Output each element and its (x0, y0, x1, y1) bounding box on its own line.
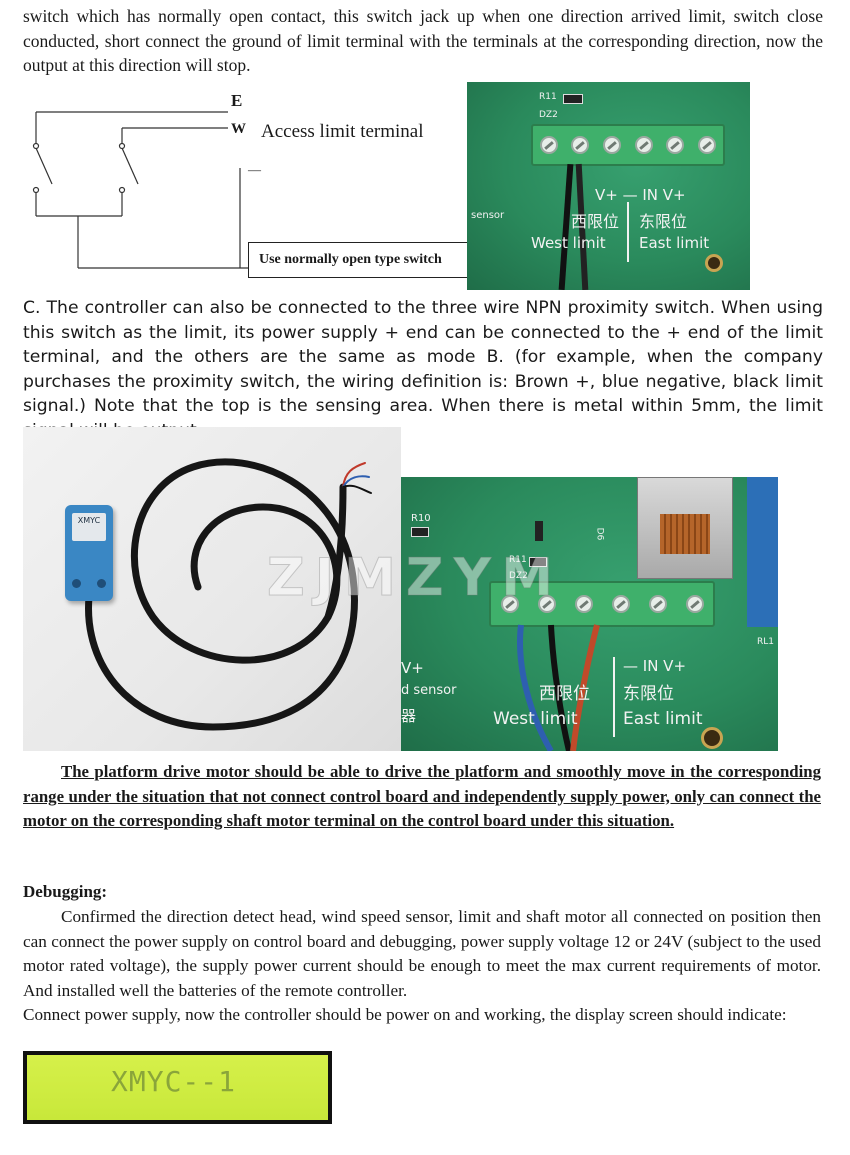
proximity-text: C. The controller can also be connected … (23, 298, 823, 441)
screw-icon (500, 595, 519, 613)
resistor (529, 557, 547, 567)
pin-plus-label: V+ (401, 659, 424, 677)
sensor-sticker-text: XMYC (77, 516, 101, 525)
west-limit-cn-label: 西限位 (571, 212, 620, 231)
diode (535, 521, 543, 541)
terminal-block (489, 581, 715, 627)
pcb-terminal-photo-2: RL1 R10 R11 DZ2 D6 V+ — IN V+ d sensor 器… (401, 477, 778, 751)
access-limit-terminal-label: Access limit terminal (261, 121, 424, 142)
screw-icon (648, 595, 667, 613)
screw-icon (571, 136, 590, 154)
limit-switch-diagram: E W Access limit terminal — Use normally… (18, 86, 496, 286)
diode-label: DZ2 (539, 110, 558, 120)
mounting-hole (72, 579, 81, 588)
east-limit-label: East limit (639, 234, 710, 252)
resistor-label: R11 (539, 92, 557, 102)
sensor-cable (85, 458, 372, 731)
resistor (563, 94, 583, 104)
east-limit-cn-label: 东限位 (623, 684, 674, 704)
wiring-lines (32, 111, 248, 269)
transformer-coil (660, 514, 710, 554)
r10-label: R10 (411, 513, 431, 524)
lcd-display: XMYC--1 (23, 1051, 332, 1124)
sensor-label: sensor (471, 210, 505, 221)
screw-icon (537, 595, 556, 613)
west-limit-label: West limit (493, 709, 578, 729)
pcb-terminal-photo-1: R11 DZ2 V+ — IN V+ sensor 西限位 东限位 West l… (467, 82, 750, 290)
screw-icon (574, 595, 593, 613)
paragraph-motor-note: The platform drive motor should be able … (23, 762, 821, 830)
debugging-heading: Debugging: (23, 882, 108, 901)
terminal-block (531, 124, 725, 166)
dz2-label: DZ2 (509, 571, 528, 581)
terminal-e-label: E (231, 91, 243, 110)
sensor-label: d sensor (401, 683, 457, 698)
terminal-minus-label: — (248, 162, 261, 177)
switch-type-caption: Use normally open type switch (248, 242, 496, 278)
sensor-sticker: XMYC (72, 513, 106, 541)
screw-icon (539, 136, 558, 154)
proximity-sensor-photo: XMYC (23, 427, 401, 751)
r11-label: R11 (509, 555, 527, 565)
paragraph-debugging: Confirmed the direction detect head, win… (23, 907, 821, 1000)
paragraph-proximity-switch: C. The controller can also be connected … (23, 296, 823, 443)
pin-labels: V+ — IN V+ (595, 186, 686, 204)
terminal-w-label: W (231, 121, 246, 137)
screw-icon (611, 595, 630, 613)
screw-icon (603, 136, 622, 154)
resistor (411, 527, 429, 537)
lcd-screen: XMYC--1 (27, 1055, 328, 1120)
pin-labels: — IN V+ (623, 657, 687, 675)
west-limit-label: West limit (531, 234, 606, 252)
west-limit-cn-label: 西限位 (539, 684, 590, 704)
east-limit-cn-label: 东限位 (639, 212, 688, 231)
screw-icon (634, 136, 653, 154)
screw-icon (685, 595, 704, 613)
relay-label: RL1 (757, 637, 774, 647)
mounting-hole (705, 254, 723, 272)
sensor-body: XMYC (65, 505, 113, 601)
paragraph-switch-description: switch which has normally open contact, … (23, 6, 823, 75)
silk-divider (627, 202, 629, 262)
transformer (637, 477, 733, 579)
relay (747, 477, 778, 627)
mounting-hole (701, 727, 723, 749)
east-limit-label: East limit (623, 709, 703, 729)
cn-left-label: 器 (401, 707, 417, 725)
watermark-logo: ZJMZYM (267, 548, 563, 609)
silk-divider (613, 657, 615, 737)
sensor-wires (517, 624, 600, 751)
paragraph-power-supply: Connect power supply, now the controller… (23, 1005, 787, 1024)
screw-icon (666, 136, 685, 154)
screw-icon (698, 136, 717, 154)
mounting-hole (97, 579, 106, 588)
lcd-text: XMYC--1 (111, 1065, 237, 1098)
